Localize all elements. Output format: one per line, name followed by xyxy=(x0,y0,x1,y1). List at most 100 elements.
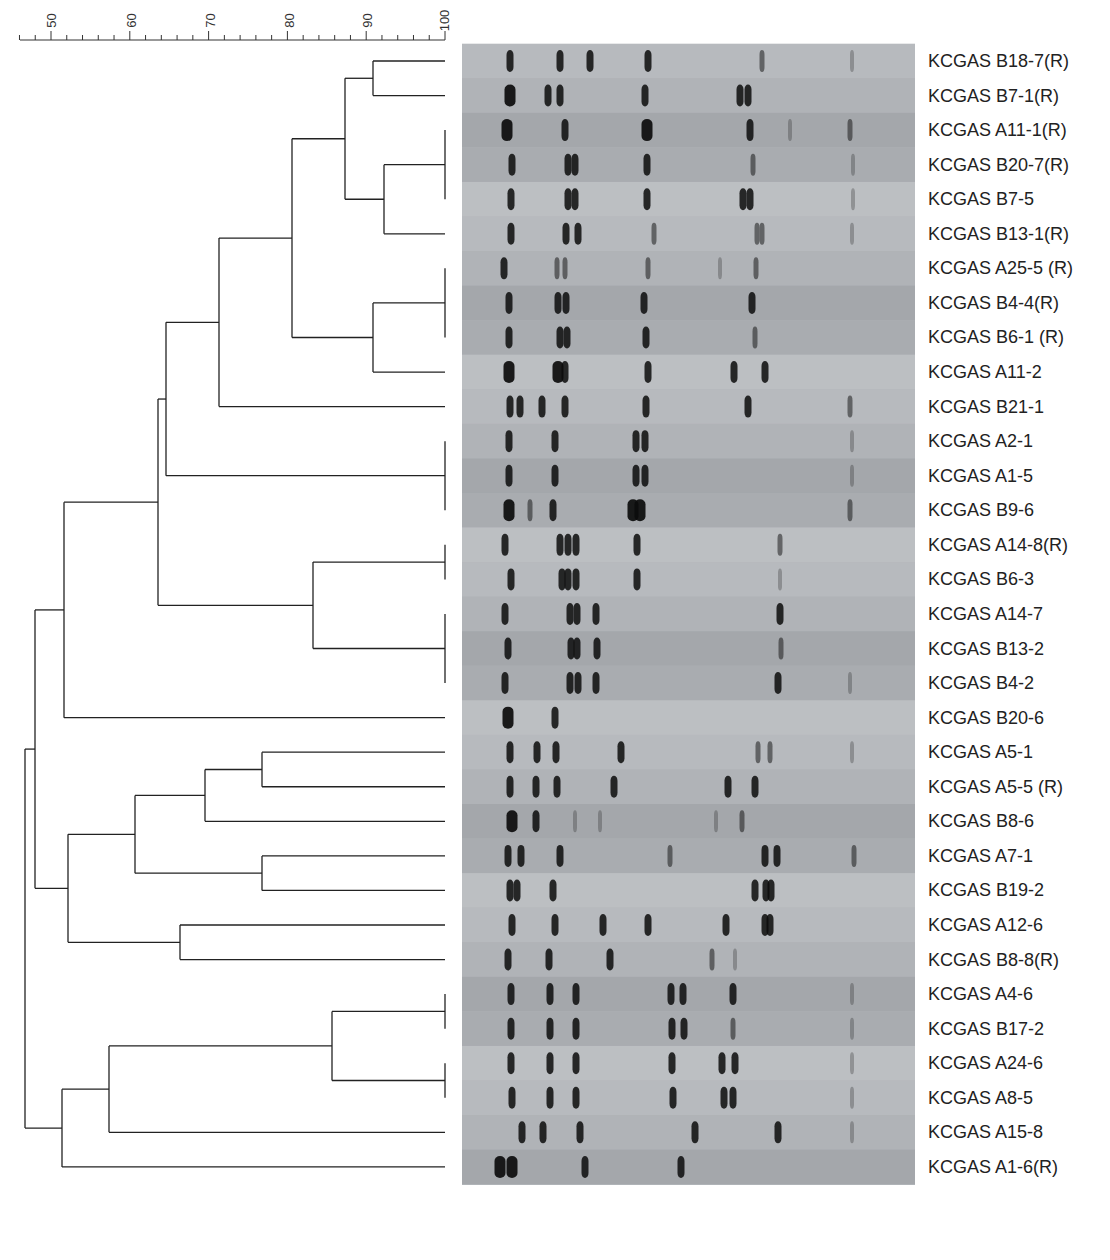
gel-band xyxy=(737,85,744,107)
dendrogram-branch xyxy=(68,834,135,835)
gel-band xyxy=(718,257,722,279)
gel-band xyxy=(557,50,564,72)
dendrogram-branch xyxy=(262,890,445,891)
gel-band xyxy=(747,188,754,210)
gel-band xyxy=(509,1087,516,1109)
gel-lane xyxy=(462,666,915,701)
gel-background xyxy=(462,44,915,1185)
gel-band xyxy=(670,1087,677,1109)
dendrogram-branch xyxy=(166,322,219,323)
gel-band xyxy=(850,983,854,1005)
gel-band xyxy=(593,672,600,694)
strain-label: KCGAS A25-5 (R) xyxy=(928,259,1073,277)
dendrogram-branch xyxy=(158,398,166,399)
strain-label: KCGAS A15-8 xyxy=(928,1123,1043,1141)
gel-band xyxy=(552,914,559,936)
scale-tick xyxy=(66,35,67,40)
gel-band xyxy=(575,223,582,245)
gel-band xyxy=(507,396,514,418)
dendrogram-branch xyxy=(68,942,180,943)
gel-band xyxy=(562,396,569,418)
gel-band xyxy=(681,1018,688,1040)
dendrogram-branch xyxy=(35,888,68,889)
gel-band xyxy=(762,845,769,867)
gel-band xyxy=(573,1018,580,1040)
gel-band xyxy=(508,1052,515,1074)
strain-label: KCGAS B18-7(R) xyxy=(928,52,1069,70)
gel-band xyxy=(669,1052,676,1074)
dendrogram-branch xyxy=(62,1166,445,1167)
gel-band xyxy=(501,257,508,279)
dendrogram-branch xyxy=(109,1045,332,1046)
strain-label: KCGAS A14-8(R) xyxy=(928,536,1068,554)
gel-band xyxy=(633,465,640,487)
gel-band xyxy=(850,465,854,487)
dendrogram-branch xyxy=(64,502,158,503)
strain-label: KCGAS B4-4(R) xyxy=(928,294,1059,312)
gel-lane xyxy=(462,182,915,217)
gel-band xyxy=(573,983,580,1005)
scale-tick xyxy=(192,35,193,40)
gel-band xyxy=(644,188,651,210)
gel-band xyxy=(850,1052,854,1074)
gel-band xyxy=(779,638,784,660)
gel-lane xyxy=(462,977,915,1012)
gel-band xyxy=(547,1018,554,1040)
gel-band xyxy=(507,810,518,832)
gel-lane xyxy=(462,424,915,459)
gel-band xyxy=(508,1018,515,1040)
strain-label: KCGAS A2-1 xyxy=(928,432,1033,450)
gel-band xyxy=(733,949,737,971)
gel-band xyxy=(730,983,737,1005)
gel-band xyxy=(850,50,854,72)
gel-band xyxy=(509,154,516,176)
gel-band xyxy=(678,1156,685,1178)
gel-band xyxy=(723,914,730,936)
gel-lane xyxy=(462,700,915,735)
gel-band xyxy=(740,810,745,832)
gel-band xyxy=(573,534,580,556)
gel-band xyxy=(768,879,775,901)
gel-band xyxy=(505,85,516,107)
gel-band xyxy=(642,85,649,107)
scale-tick xyxy=(334,35,335,40)
scale-tick xyxy=(287,31,288,40)
strain-label: KCGAS B8-8(R) xyxy=(928,951,1059,969)
strain-label: KCGAS B7-1(R) xyxy=(928,87,1059,105)
gel-band xyxy=(753,326,758,348)
gel-lane xyxy=(462,942,915,977)
gel-band xyxy=(517,396,524,418)
gel-band xyxy=(788,119,792,141)
gel-band xyxy=(652,223,657,245)
gel-band xyxy=(668,845,673,867)
gel-band xyxy=(850,741,854,763)
gel-band xyxy=(507,50,514,72)
dendrogram-branch xyxy=(332,1011,445,1012)
scale-tick xyxy=(19,35,20,40)
scale-tick xyxy=(240,35,241,40)
gel-lane xyxy=(462,735,915,770)
gel-band xyxy=(730,1087,737,1109)
gel-lane xyxy=(462,217,915,252)
gel-lane xyxy=(462,44,915,79)
gel-band xyxy=(778,568,782,590)
scale-tick xyxy=(82,35,83,40)
gel-band xyxy=(519,1121,526,1143)
gel-band xyxy=(504,499,515,521)
dendrogram-branch xyxy=(135,795,205,796)
gel-band xyxy=(850,1087,854,1109)
strain-label: KCGAS B13-2 xyxy=(928,640,1044,658)
gel-band xyxy=(848,396,853,418)
scale-tick xyxy=(98,35,99,40)
dendrogram-branch xyxy=(313,561,445,562)
strain-label: KCGAS A14-7 xyxy=(928,605,1043,623)
scale-tick xyxy=(208,31,209,40)
gel-band xyxy=(557,845,564,867)
scale-tick xyxy=(445,31,446,40)
dendrogram-branch xyxy=(35,609,64,610)
strain-label: KCGAS A11-1(R) xyxy=(928,121,1067,139)
gel-band xyxy=(669,1018,676,1040)
strain-label: KCGAS B4-2 xyxy=(928,674,1034,692)
dendrogram-branch xyxy=(292,138,345,139)
gel-band xyxy=(598,810,602,832)
